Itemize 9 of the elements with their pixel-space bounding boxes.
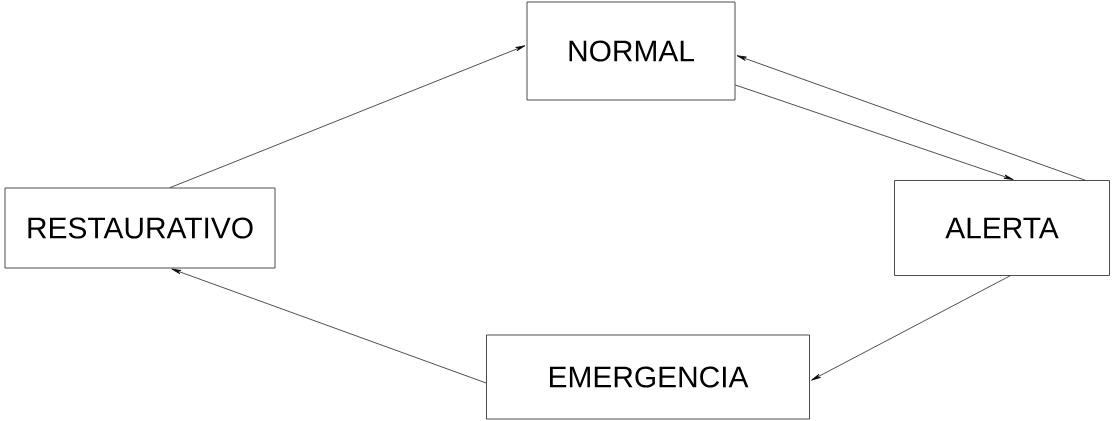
arrow (169, 45, 526, 188)
state-box: NORMAL (526, 1, 736, 101)
state-box: ALERTA (894, 180, 1110, 276)
arrow (736, 55, 1086, 181)
state-box: RESTAURATIVO (4, 187, 276, 269)
arrow (735, 84, 1014, 180)
state-box: EMERGENCIA (486, 334, 810, 420)
arrow (171, 268, 487, 384)
arrow (811, 275, 1011, 381)
